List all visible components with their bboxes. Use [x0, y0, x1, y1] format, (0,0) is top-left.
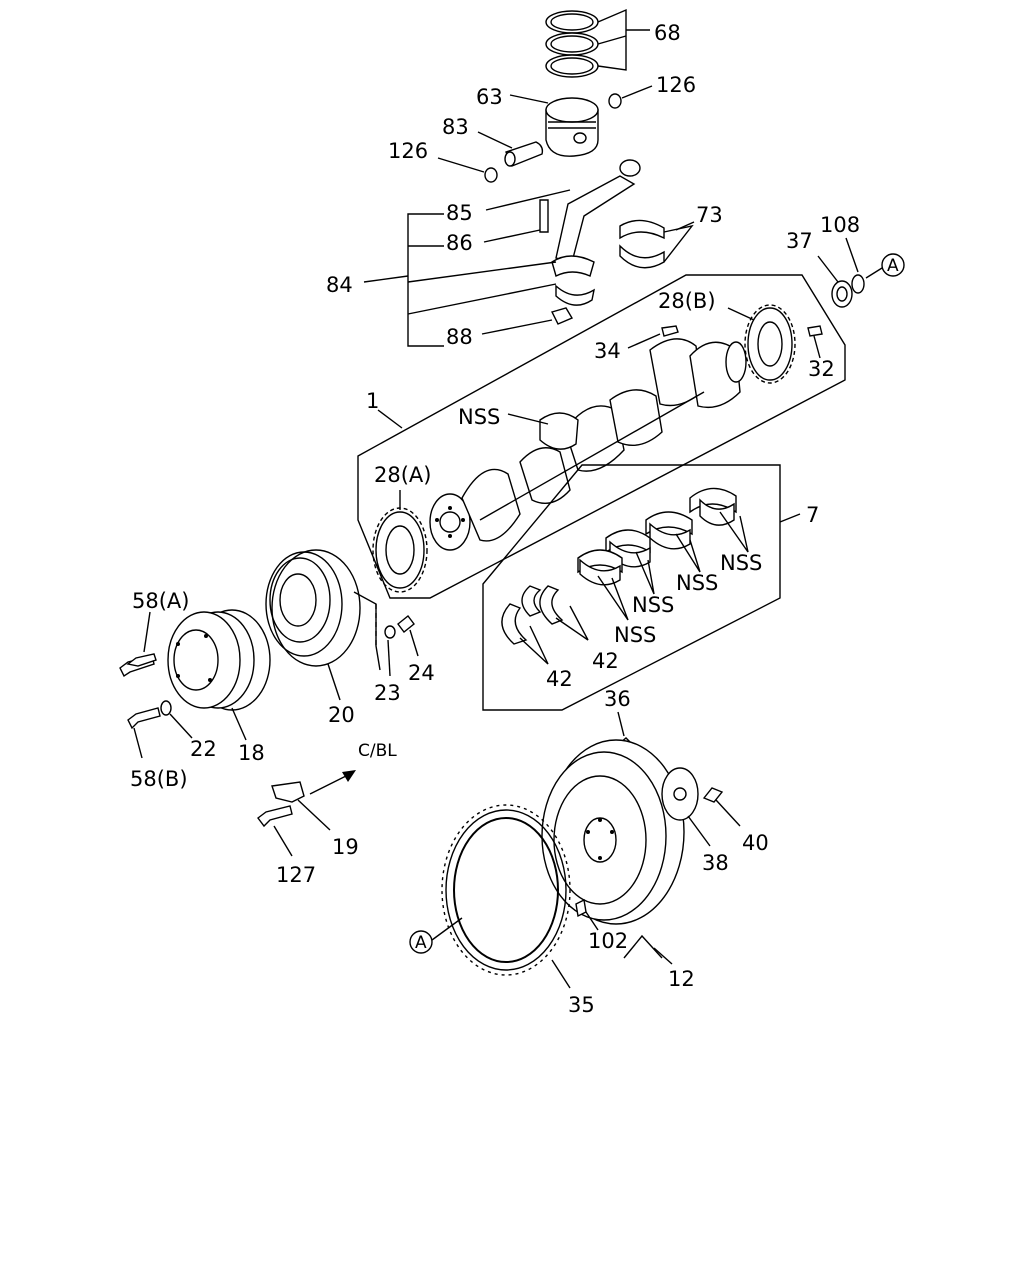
label-nss-1: NSS	[720, 551, 762, 575]
label-32: 32	[808, 357, 835, 381]
bolt-24	[397, 615, 415, 633]
label-22: 22	[190, 737, 217, 761]
label-58b: 58(B)	[130, 767, 188, 791]
label-28a: 28(A)	[374, 463, 431, 487]
label-28b: 28(B)	[658, 289, 716, 313]
label-18: 18	[238, 741, 265, 765]
damper	[167, 609, 271, 711]
label-68: 68	[654, 21, 681, 45]
crankshaft-group-outline	[357, 274, 846, 599]
piston-rings	[545, 10, 599, 78]
label-24: 24	[408, 661, 435, 685]
label-34: 34	[594, 339, 621, 363]
label-63: 63	[476, 85, 503, 109]
label-126-right: 126	[656, 73, 696, 97]
label-83: 83	[442, 115, 469, 139]
label-37: 37	[786, 229, 813, 253]
label-nss-crankshaft: NSS	[458, 405, 500, 429]
timing-gear-b	[744, 304, 796, 384]
label-102: 102	[588, 929, 628, 953]
flywheel	[541, 739, 685, 925]
label-84: 84	[326, 273, 353, 297]
label-36: 36	[604, 687, 631, 711]
label-23: 23	[374, 681, 401, 705]
label-7: 7	[806, 503, 819, 527]
snap-ring-126-right	[608, 93, 622, 109]
ref-a-bottom	[409, 930, 433, 954]
direction-arrow	[309, 773, 351, 795]
washer-22	[160, 700, 172, 716]
pilot-bearing	[831, 280, 853, 308]
label-126-left: 126	[388, 139, 428, 163]
label-40: 40	[742, 831, 769, 855]
flywheel-plate	[661, 767, 699, 821]
crankshaft	[429, 338, 747, 551]
connecting-rod	[539, 159, 641, 306]
ref-a-bottom-label: A	[415, 933, 427, 953]
ref-a-top-label: A	[887, 256, 899, 276]
label-19: 19	[332, 835, 359, 859]
label-73: 73	[696, 203, 723, 227]
piston	[545, 97, 599, 157]
leader-68	[597, 8, 650, 71]
label-88: 88	[446, 325, 473, 349]
label-58a: 58(A)	[132, 589, 189, 613]
crank-pulley	[265, 549, 361, 667]
conrod-bearings	[619, 219, 665, 269]
main-bearing-group-outline	[482, 464, 781, 711]
thrust-washers	[501, 585, 564, 645]
label-12: 12	[668, 967, 695, 991]
bolt-40	[702, 787, 724, 803]
label-42-right: 42	[592, 649, 619, 673]
bracket-19	[271, 781, 305, 803]
timing-gear-a	[372, 507, 428, 593]
bolt-127	[257, 805, 293, 828]
label-86: 86	[446, 231, 473, 255]
label-38: 38	[702, 851, 729, 875]
label-nss-2: NSS	[676, 571, 718, 595]
label-35: 35	[568, 993, 595, 1017]
label-127: 127	[276, 863, 316, 887]
label-85: 85	[446, 201, 473, 225]
label-nss-4: NSS	[614, 623, 656, 647]
bolts-58a	[119, 653, 157, 678]
label-1: 1	[366, 389, 379, 413]
label-cbl: C/BL	[358, 741, 397, 761]
label-nss-3: NSS	[632, 593, 674, 617]
label-108: 108	[820, 213, 860, 237]
washer-23	[384, 625, 396, 639]
ref-a-top	[881, 253, 905, 277]
pin-32	[807, 325, 823, 337]
dowel-pin-34	[661, 325, 679, 337]
bracket-84	[363, 213, 557, 347]
piston-pin	[504, 141, 544, 167]
ring-gear	[441, 804, 571, 976]
bolt-58b	[127, 707, 161, 730]
label-20: 20	[328, 703, 355, 727]
rod-nut	[550, 307, 574, 325]
snap-ring-108	[851, 274, 865, 294]
label-42-left: 42	[546, 667, 573, 691]
snap-ring-126-left	[484, 167, 498, 183]
